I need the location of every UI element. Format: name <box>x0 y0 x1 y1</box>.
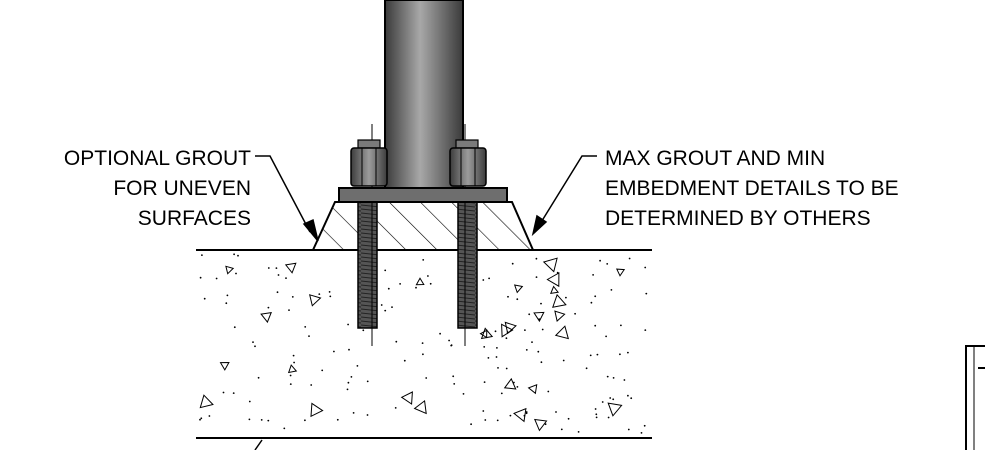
callout-max-grout: MAX GROUT AND MIN EMBEDMENT DETAILS TO B… <box>605 147 899 230</box>
leader-max-grout <box>531 155 597 237</box>
callout-right-line-1: MAX GROUT AND MIN <box>605 147 825 170</box>
concrete-aggregate-triangles <box>199 257 626 432</box>
concrete-stipple <box>199 253 648 434</box>
callout-left-line-3: SURFACES <box>138 207 251 230</box>
callout-left-line-2: FOR UNEVEN <box>113 177 251 200</box>
concrete-foundation <box>196 249 652 439</box>
leader-stub-bottom <box>254 439 263 450</box>
grout-pad <box>311 201 535 251</box>
callout-left-line-1: OPTIONAL GROUT <box>64 147 251 170</box>
leader-optional-grout <box>255 155 319 242</box>
callout-optional-grout: OPTIONAL GROUT FOR UNEVEN SURFACES <box>64 147 251 230</box>
nut-left <box>350 139 388 187</box>
nut-right <box>449 139 487 187</box>
base-plate <box>338 187 508 203</box>
callout-right-line-2: EMBEDMENT DETAILS TO BE <box>605 177 899 200</box>
adjacent-detail-frame-fragment <box>965 345 985 450</box>
callout-right-line-3: DETERMINED BY OTHERS <box>605 207 871 230</box>
